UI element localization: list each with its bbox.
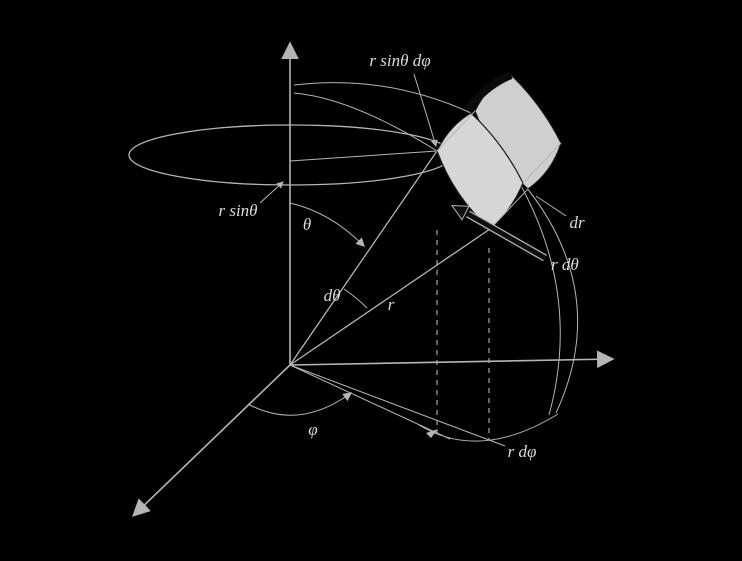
meridian-arc-upper-phi bbox=[293, 92, 438, 152]
label-r-sin-theta: r sinθ bbox=[218, 201, 257, 220]
d-theta-angle-arc bbox=[343, 288, 368, 309]
dr-edge-top bbox=[436, 110, 476, 152]
radius-line-r-theta bbox=[289, 150, 438, 366]
label-r-d-theta: r dθ bbox=[551, 255, 579, 274]
label-phi: φ bbox=[308, 420, 317, 439]
label-theta: θ bbox=[303, 215, 311, 234]
base-arc-arrowhead bbox=[426, 429, 438, 438]
base-line-phi-dphi bbox=[289, 364, 506, 447]
meridian-arc-lower-phi bbox=[522, 182, 579, 414]
r-d-theta-arrowhead bbox=[451, 204, 470, 221]
dr-edge-right bbox=[522, 142, 562, 184]
dr-leader bbox=[535, 195, 567, 217]
label-d-theta: dθ bbox=[324, 286, 341, 305]
label-r-dphi: r dφ bbox=[508, 442, 537, 461]
radius-line-r-theta-dtheta bbox=[289, 228, 491, 366]
r-sin-theta-line bbox=[289, 150, 438, 162]
r-sin-theta-leader bbox=[259, 181, 284, 204]
r-d-theta-arrow bbox=[451, 204, 547, 262]
phi-angle-arc bbox=[247, 392, 353, 416]
base-line-phi bbox=[289, 364, 451, 440]
x-axis bbox=[132, 364, 291, 517]
meridian-arc-upper-phi-dphi bbox=[293, 82, 472, 114]
latitude-circle bbox=[128, 124, 454, 186]
label-r-sin-theta-dphi: r sinθ dφ bbox=[369, 51, 430, 70]
theta-angle-arc bbox=[289, 202, 365, 247]
label-r: r bbox=[388, 295, 395, 314]
r-sin-theta-dphi-leader bbox=[413, 73, 438, 148]
y-axis bbox=[289, 350, 615, 369]
volume-element-dark-top-edge bbox=[463, 71, 513, 113]
label-dr: dr bbox=[569, 213, 585, 232]
r-d-theta-arrow-shaft bbox=[466, 211, 547, 261]
dr-edge-bottom bbox=[489, 188, 529, 230]
